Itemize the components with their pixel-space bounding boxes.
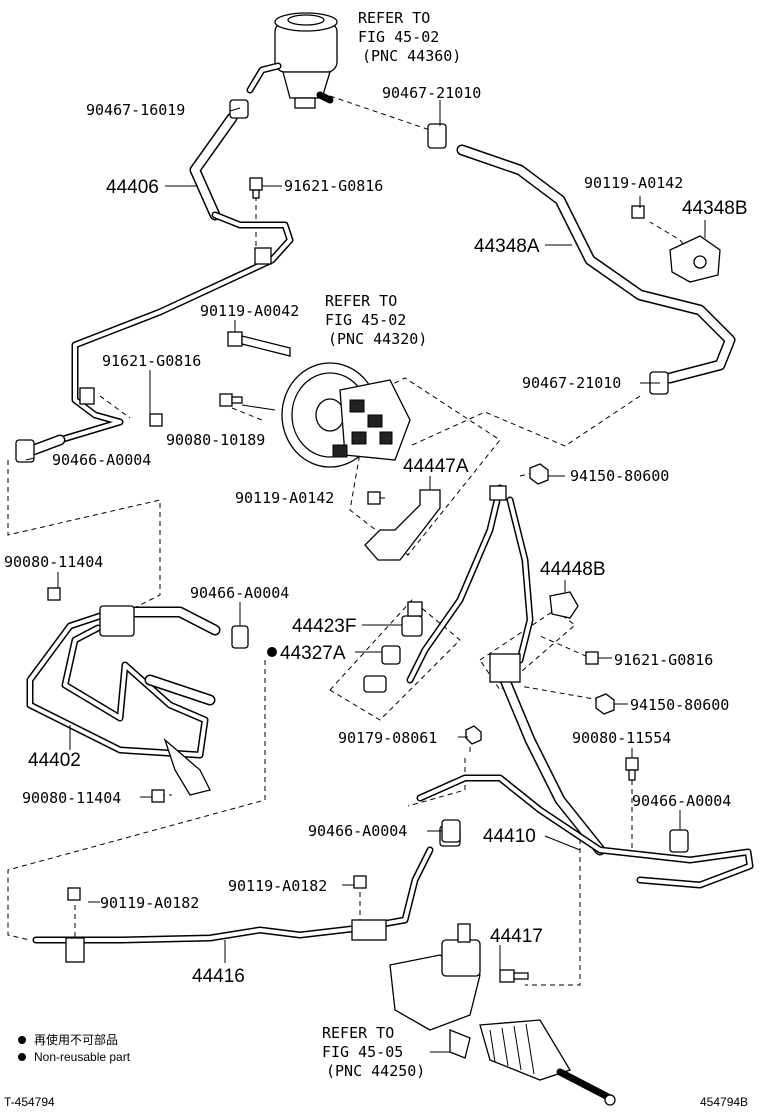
- ref-text: (PNC 44360): [362, 47, 461, 65]
- part-label: 90179-08061: [338, 729, 437, 747]
- part-label: 44448B: [540, 559, 606, 580]
- nut-94150-80600-top: [529, 463, 549, 485]
- part-label: 90467-21010: [522, 374, 621, 392]
- part-label: 94150-80600: [570, 467, 669, 485]
- bolt-90179-08061: [465, 725, 482, 745]
- part-label: 90119-A0182: [100, 894, 199, 912]
- oil-cooler-44402: [26, 605, 221, 796]
- part-label: 44416: [192, 966, 245, 987]
- pump-reference-note: REFER TO FIG 45-02 (PNC 44320): [325, 292, 427, 348]
- bolt-90119-A0142-top: [631, 205, 645, 219]
- pump-bracket-dashed-box: [349, 377, 501, 556]
- non-reusable-marker: [267, 647, 277, 657]
- part-label: 90119-A0142: [235, 489, 334, 507]
- bolt-91621-G0816-top: [249, 177, 263, 199]
- bolt-90119-A0042: [227, 331, 291, 357]
- ref-text: REFER TO: [322, 1024, 394, 1042]
- part-label: 44410: [483, 826, 536, 847]
- bolt-90080-11554: [625, 757, 639, 781]
- legend-bullet: [18, 1036, 26, 1044]
- ref-text: FIG 45-05: [322, 1043, 403, 1061]
- clamp-44348B: [669, 235, 721, 283]
- ref-text: REFER TO: [358, 9, 430, 27]
- part-label: 90080-11404: [22, 789, 121, 807]
- part-label: 90467-21010: [382, 84, 481, 102]
- part-label: 90119-A0042: [200, 302, 299, 320]
- part-label: 90466-A0004: [308, 822, 407, 840]
- union-44423F: [401, 601, 423, 637]
- ref-text: FIG 45-02: [358, 28, 439, 46]
- legend-en: Non-reusable part: [34, 1050, 131, 1064]
- footer-right-id: 454794B: [700, 1095, 748, 1109]
- part-label: 90080-11554: [572, 729, 671, 747]
- part-label: 91621-G0816: [284, 177, 383, 195]
- bolt-91621-G0816-left: [149, 413, 163, 427]
- hose-clamp-mid-90466-A0004: [231, 625, 249, 649]
- ref-text: (PNC 44320): [328, 330, 427, 348]
- part-label: 90119-A0182: [228, 877, 327, 895]
- hose-clamp-right-90466-A0004: [669, 829, 689, 853]
- power-steering-pump: [281, 362, 411, 468]
- bolt-90080-11404-bottom: [151, 789, 165, 803]
- steering-gear-assembly: [389, 923, 616, 1106]
- part-label: 94150-80600: [630, 696, 729, 714]
- part-label: 90466-A0004: [52, 451, 151, 469]
- part-label: 44447A: [403, 456, 469, 477]
- ref-text: FIG 45-02: [325, 311, 406, 329]
- reservoir-tank: [246, 12, 338, 109]
- part-label: 44402: [28, 750, 81, 771]
- hose-clamp-lower-90466-A0004: [441, 819, 461, 843]
- gasket-44327A: [381, 645, 401, 665]
- ref-text: (PNC 44250): [326, 1062, 425, 1080]
- bracket-44447A: [364, 489, 441, 561]
- union-group-dashed-box: [329, 599, 461, 721]
- part-label: 91621-G0816: [102, 352, 201, 370]
- part-label: 90466-A0004: [190, 584, 289, 602]
- part-label: 90080-11404: [4, 553, 103, 571]
- clamp-44448B: [549, 591, 579, 619]
- hose-clamp-left-90466-A0004: [15, 439, 35, 463]
- pressure-hose-44410: [406, 484, 754, 889]
- bolt-91621-G0816-right: [585, 651, 599, 665]
- part-label: 44348A: [474, 236, 540, 257]
- bolt-90119-A0182-mid: [353, 875, 367, 889]
- part-label: 90466-A0004: [632, 792, 731, 810]
- footer-left-id: T-454794: [4, 1095, 55, 1109]
- ref-text: REFER TO: [325, 292, 397, 310]
- part-label: 91621-G0816: [614, 651, 713, 669]
- hose-clamp-90467-16019: [229, 99, 249, 119]
- bolt-90119-A0182-left: [67, 887, 81, 901]
- return-hose-44406: [22, 112, 294, 458]
- legend-bullet: [18, 1053, 26, 1061]
- part-label: 90080-10189: [166, 431, 265, 449]
- leader-lines: [25, 100, 706, 1053]
- legend-jp: 再使用不可部品: [34, 1032, 118, 1047]
- gear-reference-note: REFER TO FIG 45-05 (PNC 44250): [322, 1024, 425, 1080]
- legend: 再使用不可部品 Non-reusable part: [18, 1032, 131, 1064]
- part-label: 44423F: [292, 616, 356, 637]
- part-label: 90467-16019: [86, 101, 185, 119]
- bolt-44417: [499, 969, 529, 983]
- part-label: 44348B: [682, 198, 748, 219]
- nut-94150-80600-right: [595, 693, 615, 715]
- bolt-90080-10189: [219, 393, 243, 407]
- part-label: 44406: [106, 177, 159, 198]
- bolt-90080-11404-top: [47, 587, 61, 601]
- reservoir-reference-note: REFER TO FIG 45-02 (PNC 44360): [358, 9, 461, 65]
- fitting-near-union: [363, 675, 387, 693]
- part-label: 90119-A0142: [584, 174, 683, 192]
- part-label: 44327A: [280, 643, 346, 664]
- bolt-90119-A0142-mid: [367, 491, 381, 505]
- part-label: 44417: [490, 926, 543, 947]
